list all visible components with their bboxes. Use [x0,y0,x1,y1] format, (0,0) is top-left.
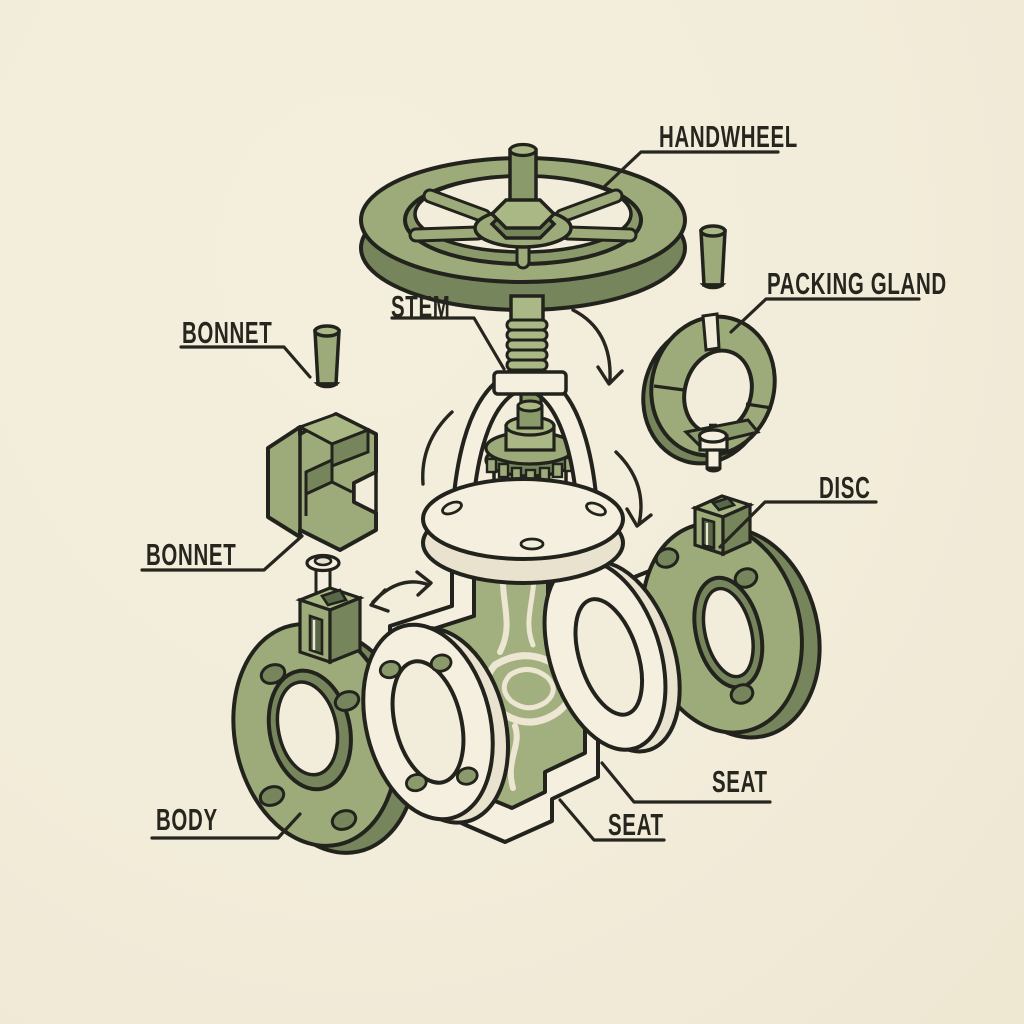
label-disc: DISC [819,470,871,505]
disc-part [640,494,822,740]
label-body: BODY [156,802,218,837]
bonnet-flange-part [421,477,625,585]
leader-lines [140,150,921,842]
arrow-lower-right [614,450,643,526]
leader-seat-outer [600,761,772,804]
seat-ring-left [361,622,511,825]
leader-packing-gland [729,297,921,334]
stem-pin-left [313,324,341,389]
flow-arrows [369,308,653,613]
packing-gland-part [641,312,777,466]
arc-left [421,410,454,486]
label-stem: STEM [391,289,451,324]
label-seat-outer: SEAT [712,764,768,799]
leader-disc [718,500,878,549]
seat-ring-right [542,558,682,754]
handwheel-part [359,142,687,312]
leader-handwheel [603,150,780,188]
label-bonnet-upper: BONNET [182,315,273,350]
arrow-upper-right [571,308,612,382]
leader-bonnet-lower [140,534,304,572]
body-flange-tab [295,586,365,665]
body-flange-part [231,586,419,855]
label-packing-gland: PACKING GLAND [767,266,947,301]
label-handwheel: HANDWHEEL [659,119,798,154]
leader-body [150,812,302,840]
bonnet-part [266,412,378,552]
label-seat-inner: SEAT [608,807,664,842]
leader-seat-inner [558,798,666,842]
leader-bonnet-upper [179,345,312,379]
gland-bolt [697,423,729,473]
bonnet-bolt [305,553,341,599]
leader-stem [390,316,506,371]
stem-pin-right [699,224,727,290]
label-bonnet-lower: BONNET [146,537,237,572]
